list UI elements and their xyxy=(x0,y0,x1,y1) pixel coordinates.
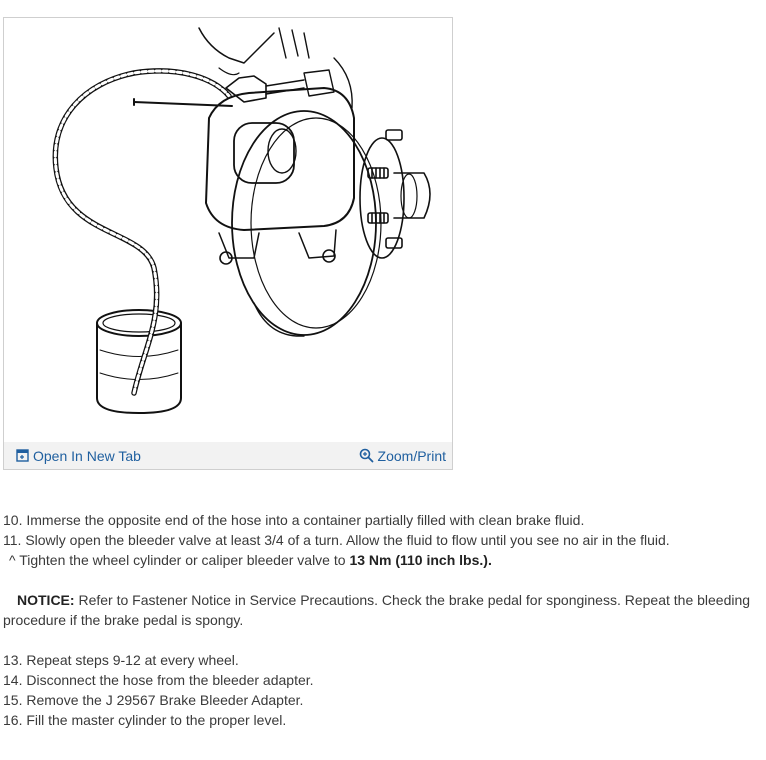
zoom-print-link[interactable]: Zoom/Print xyxy=(359,448,446,464)
open-in-new-tab-link[interactable]: Open In New Tab xyxy=(16,448,141,464)
step-13: 13. Repeat steps 9-12 at every wheel. xyxy=(3,652,239,668)
leader-line xyxy=(133,101,233,107)
step-15: 15. Remove the J 29567 Brake Bleeder Ada… xyxy=(3,692,304,708)
torque-bullet-text: ^ Tighten the wheel cylinder or caliper … xyxy=(9,552,350,568)
step-14: 14. Disconnect the hose from the bleeder… xyxy=(3,672,314,688)
torque-bullet: ^ Tighten the wheel cylinder or caliper … xyxy=(3,550,763,570)
notice-paragraph: NOTICE: Refer to Fastener Notice in Serv… xyxy=(3,590,763,630)
brake-bleeding-illustration xyxy=(52,27,431,414)
fluid-container xyxy=(96,309,182,414)
notice-text-1: Refer to Fastener Notice in Service Prec… xyxy=(74,592,751,608)
brake-rotor xyxy=(231,110,382,337)
bleeder-hose xyxy=(52,68,232,396)
notice-label: NOTICE: xyxy=(17,592,75,608)
step-16: 16. Fill the master cylinder to the prop… xyxy=(3,712,287,728)
step-10: 10. Immerse the opposite end of the hose… xyxy=(3,512,585,528)
open-in-new-tab-label: Open In New Tab xyxy=(33,447,141,464)
zoom-magnifier-icon xyxy=(359,448,373,463)
figure-toolbar: Open In New Tab Zoom/Print xyxy=(4,442,452,469)
open-in-new-tab-icon xyxy=(16,449,29,462)
zoom-print-label: Zoom/Print xyxy=(377,447,446,464)
notice-text-2: procedure if the brake pedal is spongy. xyxy=(3,612,244,628)
torque-bullet-end: . xyxy=(487,552,492,568)
step-11: 11. Slowly open the bleeder valve at lea… xyxy=(3,532,670,548)
bleeder-adapter xyxy=(225,69,335,103)
figure-frame: Open In New Tab Zoom/Print xyxy=(3,17,453,470)
brake-caliper xyxy=(205,87,355,265)
procedure-text: 10. Immerse the opposite end of the hose… xyxy=(3,510,763,730)
steering-knuckle xyxy=(198,27,353,109)
wheel-hub xyxy=(359,129,431,259)
torque-spec: 13 Nm (110 inch lbs.) xyxy=(349,552,488,568)
